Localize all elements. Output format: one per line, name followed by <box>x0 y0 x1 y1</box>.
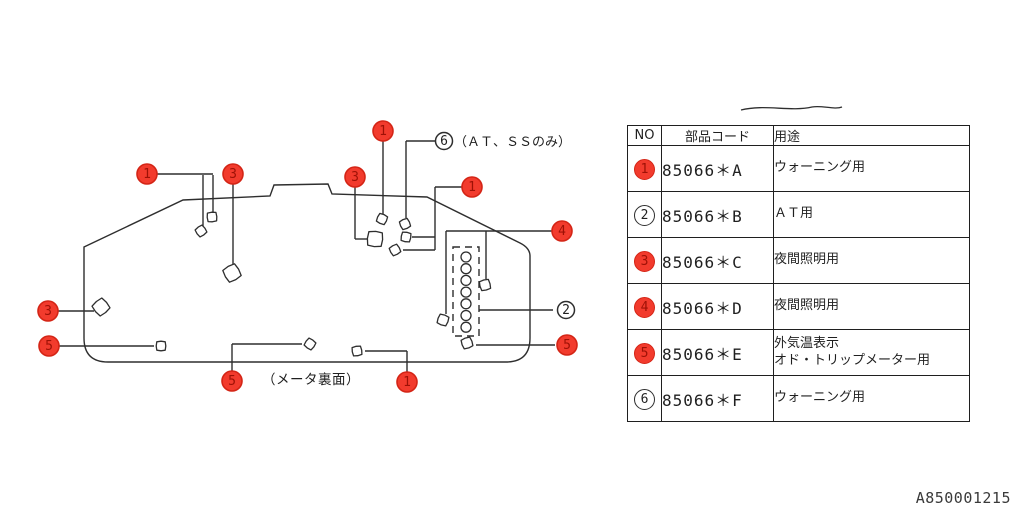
connector-hole <box>460 321 472 333</box>
svg-text:5: 5 <box>45 339 53 354</box>
callout-badge-4[interactable]: 4 <box>551 220 573 242</box>
callout-badge-1[interactable]: 1 <box>461 176 483 198</box>
svg-text:2: 2 <box>562 303 570 318</box>
bulb-socket-icon <box>155 340 167 352</box>
svg-text:5: 5 <box>228 374 236 389</box>
meter-outline <box>83 183 531 363</box>
part-usage: ＡＴ用 <box>773 191 970 238</box>
part-usage: 外気温表示オド・トリップメーター用 <box>773 329 970 376</box>
svg-text:3: 3 <box>351 170 359 185</box>
callout-6-note: （ＡＴ、ＳＳのみ） <box>454 135 571 150</box>
callout-badge-1[interactable]: 1 <box>136 163 158 185</box>
svg-text:1: 1 <box>468 180 476 195</box>
part-usage: ウォーニング用 <box>773 375 970 422</box>
part-code: 85066＊E <box>661 329 774 376</box>
part-code: 85066＊B <box>661 191 774 238</box>
bulb-socket-icon <box>206 211 218 223</box>
bulb-socket-icon <box>398 217 412 231</box>
table-row[interactable]: 1 85066＊A ウォーニング用 <box>627 145 970 192</box>
svg-text:5: 5 <box>563 338 571 353</box>
header-use: 用途 <box>773 125 970 146</box>
svg-text:1: 1 <box>143 167 151 182</box>
row-number-badge: 4 <box>634 296 655 318</box>
svg-text:4: 4 <box>558 224 566 239</box>
connector-hole <box>460 309 472 322</box>
header-code: 部品コード <box>661 125 774 146</box>
callout-badge-2[interactable]: 2 <box>556 300 576 320</box>
parts-table-wrap: NO 部品コード 用途 1 85066＊A ウォーニング用 2 85066＊B … <box>627 125 970 422</box>
part-usage: 夜間照明用 <box>773 283 970 330</box>
part-code: 85066＊A <box>661 145 774 192</box>
parts-table-header-row: NO 部品コード 用途 <box>627 125 970 146</box>
bulb-socket-icon <box>91 297 111 317</box>
connector-hole <box>460 286 472 298</box>
connector-hole <box>460 251 472 263</box>
bulb-socket-icon <box>366 230 384 248</box>
part-usage: ウォーニング用 <box>773 145 970 192</box>
callout-badge-5[interactable]: 5 <box>38 335 60 357</box>
table-row[interactable]: 3 85066＊C 夜間照明用 <box>627 237 970 284</box>
svg-text:3: 3 <box>44 304 52 319</box>
part-usage: 夜間照明用 <box>773 237 970 284</box>
bulb-socket-icon <box>460 336 474 350</box>
part-code: 85066＊F <box>661 375 774 422</box>
bulb-socket-icon <box>303 337 317 351</box>
bulb-socket-icon <box>478 278 492 292</box>
connector-strip <box>452 246 480 337</box>
svg-text:1: 1 <box>379 124 387 139</box>
connector-hole <box>460 274 472 287</box>
callout-badge-5[interactable]: 5 <box>221 370 243 392</box>
part-code: 85066＊D <box>661 283 774 330</box>
meter-back-caption: （メータ裏面） <box>262 372 360 388</box>
parts-table: NO 部品コード 用途 1 85066＊A ウォーニング用 2 85066＊B … <box>627 125 970 422</box>
part-code: 85066＊C <box>661 237 774 284</box>
svg-text:6: 6 <box>440 134 448 149</box>
callout-badge-1[interactable]: 1 <box>396 371 418 393</box>
connector-hole <box>460 263 472 275</box>
bulb-socket-icon <box>222 263 242 283</box>
drawing-number: A850001215 <box>915 489 1011 507</box>
bulb-socket-icon <box>388 243 402 257</box>
svg-text:3: 3 <box>229 167 237 182</box>
bulb-socket-icon <box>400 231 412 243</box>
bulb-socket-icon <box>436 313 450 327</box>
callout-badge-3[interactable]: 3 <box>344 166 366 188</box>
row-number-badge: 1 <box>634 158 655 180</box>
callout-badge-1[interactable]: 1 <box>372 120 394 142</box>
table-row[interactable]: 2 85066＊B ＡＴ用 <box>627 191 970 238</box>
table-topline <box>740 105 843 111</box>
table-row[interactable]: 6 85066＊F ウォーニング用 <box>627 375 970 422</box>
table-row[interactable]: 4 85066＊D 夜間照明用 <box>627 283 970 330</box>
parts-table-body: 1 85066＊A ウォーニング用 2 85066＊B ＡＴ用 3 85066＊… <box>627 145 970 422</box>
row-number-badge: 6 <box>634 388 655 410</box>
row-number-badge: 3 <box>634 250 655 272</box>
bulb-socket-icon <box>375 212 389 226</box>
connector-hole <box>460 298 472 310</box>
table-row[interactable]: 5 85066＊E 外気温表示オド・トリップメーター用 <box>627 329 970 376</box>
callout-badge-5[interactable]: 5 <box>556 334 578 356</box>
row-number-badge: 5 <box>634 342 655 364</box>
callout-badge-3[interactable]: 3 <box>37 300 59 322</box>
callout-badge-6[interactable]: 6 <box>434 131 454 151</box>
bulb-socket-icon <box>351 345 363 357</box>
svg-text:1: 1 <box>403 375 411 390</box>
bulb-socket-icon <box>194 224 208 238</box>
row-number-badge: 2 <box>634 204 655 226</box>
header-no: NO <box>627 125 662 146</box>
callout-badge-3[interactable]: 3 <box>222 163 244 185</box>
